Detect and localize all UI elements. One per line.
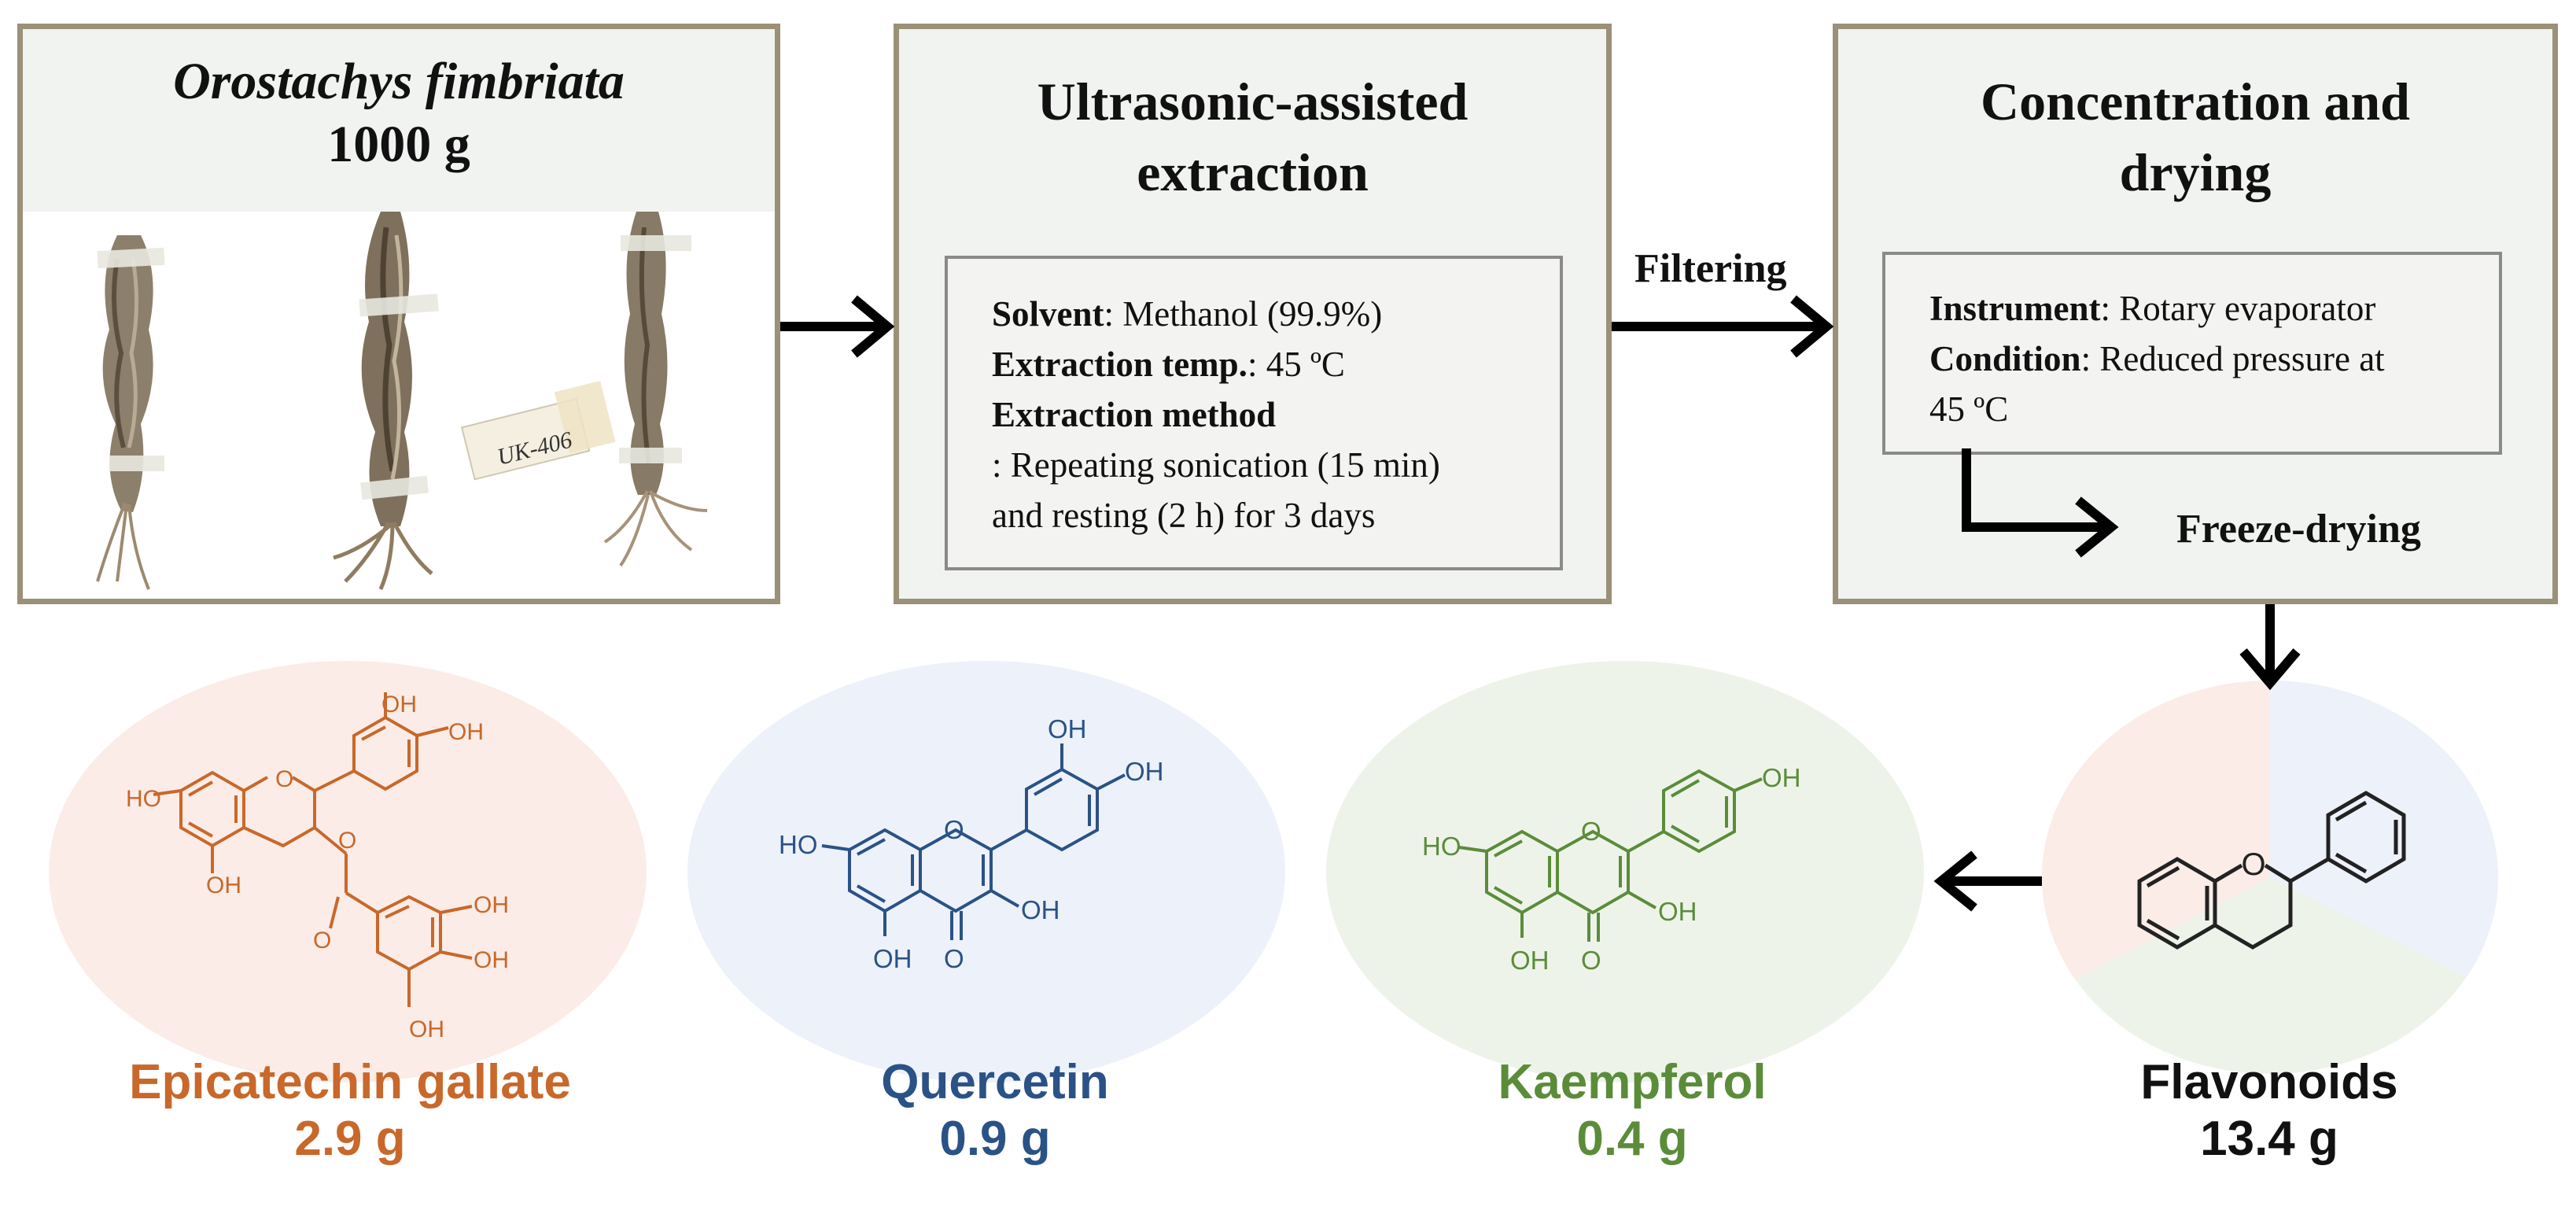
condition-value: : Reduced pressure at xyxy=(2080,339,2385,378)
flavonoids-name: Flavonoids xyxy=(2140,1055,2398,1109)
ecg-carbonyl-oxygen: O xyxy=(313,928,331,954)
plant-specimen-1 xyxy=(96,235,165,590)
condition-line2: 45 ºC xyxy=(1929,389,2009,429)
concentration-title-line1: Concentration and xyxy=(1981,72,2410,131)
quercetin-oh-1: OH xyxy=(1048,714,1087,743)
quercetin-amount: 0.9 g xyxy=(939,1112,1051,1166)
flavan-structure xyxy=(2137,791,2406,950)
instrument-value: : Rotary evaporator xyxy=(2100,289,2376,328)
quercetin-name: Quercetin xyxy=(881,1055,1109,1109)
ecg-amount: 2.9 g xyxy=(294,1112,406,1166)
kaempferol-oh-1: OH xyxy=(1762,763,1801,792)
plant-specimen-3 xyxy=(603,212,708,567)
ecg-ring-oxygen: O xyxy=(275,766,293,792)
kaempferol-oh-3: OH xyxy=(1510,946,1550,975)
arrow-to-compounds-head xyxy=(1933,850,1977,912)
quercetin-ho: HO xyxy=(779,830,818,859)
species-name: Orostachys fimbriata xyxy=(173,53,625,110)
temp-value: : 45 ºC xyxy=(1247,345,1345,384)
quercetin-oh-2: OH xyxy=(1125,757,1164,786)
extraction-title-line2: extraction xyxy=(1137,142,1369,202)
flavonoids-amount: 13.4 g xyxy=(2200,1112,2338,1166)
kaempferol-ho: HO xyxy=(1422,832,1461,861)
quercetin-background-ellipse xyxy=(687,661,1285,1083)
quercetin-oh-3: OH xyxy=(1021,895,1060,924)
quercetin-ring-oxygen: O xyxy=(944,815,964,844)
ecg-oh-3: OH xyxy=(206,872,241,898)
plant-amount: 1000 g xyxy=(327,116,470,173)
kaempferol-ring-oxygen: O xyxy=(1581,817,1601,846)
solvent-value: : Methanol (99.9%) xyxy=(1104,294,1383,334)
filtering-label: Filtering xyxy=(1634,246,1787,291)
arrow-to-freeze-drying-head xyxy=(2075,496,2119,558)
kaempferol-amount: 0.4 g xyxy=(1576,1112,1688,1166)
kaempferol-carbonyl-oxygen: O xyxy=(1581,946,1601,975)
solvent-label: Solvent xyxy=(992,294,1104,334)
flavonoid-background-ellipse xyxy=(2042,681,2498,1074)
temp-label: Extraction temp. xyxy=(992,345,1247,384)
herbarium-specimens-image: UK-406 xyxy=(96,212,708,590)
extraction-title-line1: Ultrasonic-assisted xyxy=(1037,72,1469,131)
method-line2: and resting (2 h) for 3 days xyxy=(992,496,1376,535)
extraction-conditions-panel: Solvent: Methanol (99.9%) Extraction tem… xyxy=(945,256,1563,570)
arrow-to-flavonoids-head xyxy=(2239,648,2301,691)
concentration-box: Concentration and drying Instrument: Rot… xyxy=(1833,24,2558,604)
ecg-oh-4: OH xyxy=(474,892,509,918)
plant-material-box: Orostachys fimbriata 1000 g xyxy=(17,24,780,604)
ecg-structure xyxy=(153,692,473,1007)
concentration-conditions-panel: Instrument: Rotary evaporator Condition:… xyxy=(1882,252,2502,455)
ecg-oh-5: OH xyxy=(474,947,509,973)
extraction-box: Ultrasonic-assisted extraction Solvent: … xyxy=(894,24,1612,604)
kaempferol-structure xyxy=(1458,769,1763,942)
ecg-oh-2: OH xyxy=(448,719,484,745)
quercetin-structure xyxy=(821,743,1126,940)
ecg-ho: HO xyxy=(126,786,161,812)
method-label: Extraction method xyxy=(992,395,1277,434)
ecg-ester-oxygen: O xyxy=(338,828,356,854)
kaempferol-background-ellipse xyxy=(1326,661,1924,1083)
plant-specimen-2 xyxy=(333,212,439,590)
quercetin-oh-4: OH xyxy=(873,944,912,973)
arrow-to-freeze-drying xyxy=(1962,448,2108,532)
kaempferol-oh-2: OH xyxy=(1658,897,1697,926)
specimen-photo: UK-406 xyxy=(23,212,775,599)
method-line1: : Repeating sonication (15 min) xyxy=(992,445,1440,485)
concentration-title-line2: drying xyxy=(2119,142,2272,202)
flavan-oxygen-label: O xyxy=(2241,847,2265,882)
freeze-drying-label: Freeze-drying xyxy=(2176,507,2421,552)
ecg-oh-1: OH xyxy=(381,692,417,718)
condition-label: Condition xyxy=(1929,339,2081,378)
instrument-label: Instrument xyxy=(1929,289,2101,328)
quercetin-carbonyl-oxygen: O xyxy=(944,944,964,973)
ecg-oh-6: OH xyxy=(409,1016,444,1042)
arrow-filtering-head xyxy=(1790,295,1834,358)
ecg-name: Epicatechin gallate xyxy=(129,1055,571,1109)
kaempferol-name: Kaempferol xyxy=(1498,1055,1767,1109)
specimen-tag xyxy=(460,381,616,481)
arrow-to-extraction-head xyxy=(851,295,895,358)
